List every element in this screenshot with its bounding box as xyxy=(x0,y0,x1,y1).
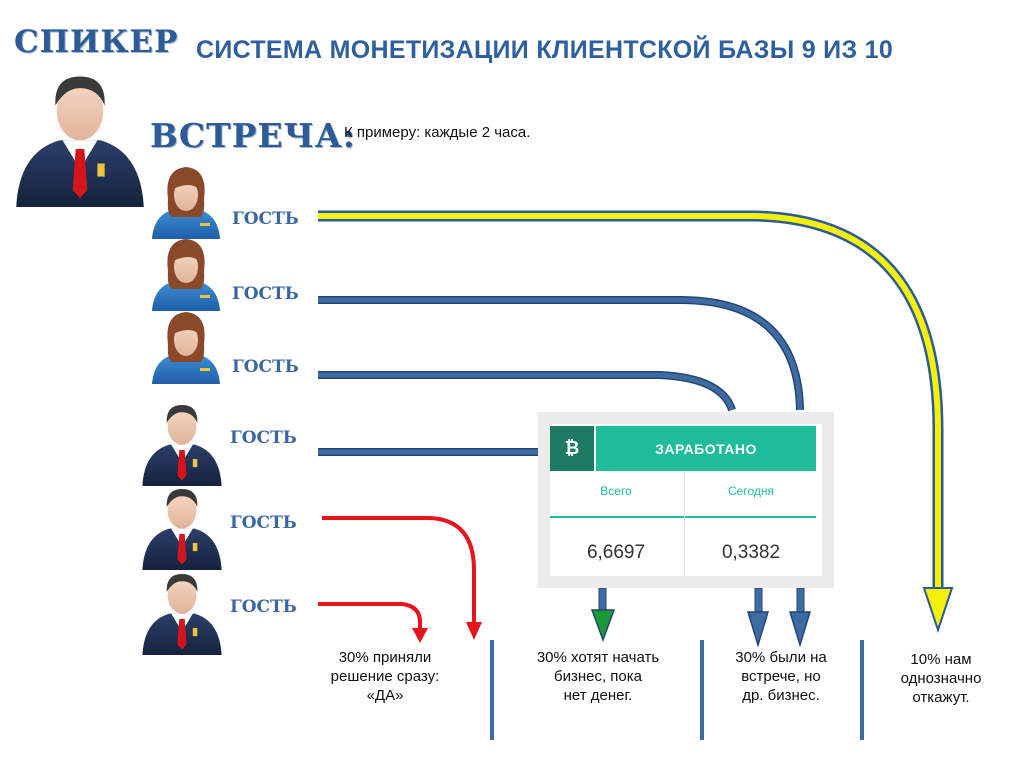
example-text: К примеру: каждые 2 часа. xyxy=(344,124,531,141)
today-value: 0,3382 xyxy=(721,542,781,563)
outcome-no-money: 30% хотят начать бизнес, пока нет денег. xyxy=(520,648,676,705)
arrow-red-1 xyxy=(322,516,482,640)
earnings-header: ЗАРАБОТАНО xyxy=(596,426,816,471)
guest-label-4: ГОСТЬ xyxy=(230,428,297,448)
speaker-avatar xyxy=(16,76,144,207)
divider-2 xyxy=(700,640,704,740)
outcome-no-money-line1: 30% хотят начать xyxy=(536,649,660,666)
arrow-yellow xyxy=(318,210,954,634)
outcome-other-business: 30% были на встрече, но др. бизнес. xyxy=(716,648,846,705)
outcome-refuse: 10% нам однозначно откажут. xyxy=(876,650,1006,707)
guest-label-3: ГОСТЬ xyxy=(232,357,299,377)
outcome-refuse-line2: однозначно xyxy=(900,670,982,687)
outcome-yes-line2: решение сразу: xyxy=(330,668,440,685)
page-title: СИСТЕМА МОНЕТИЗАЦИИ КЛИЕНТСКОЙ БАЗЫ 9 ИЗ… xyxy=(196,36,894,64)
guest-avatar-1 xyxy=(152,167,220,239)
total-value: 6,6697 xyxy=(586,542,646,563)
today-label: Сегодня xyxy=(728,484,774,498)
today-underline xyxy=(685,516,816,518)
divider-3 xyxy=(860,640,864,740)
outcome-yes-line3: «ДА» xyxy=(366,687,404,704)
column-divider xyxy=(684,472,685,576)
outcome-refuse-line1: 10% нам xyxy=(910,651,972,668)
guest-avatar-2 xyxy=(152,239,220,311)
total-label: Всего xyxy=(600,484,632,498)
guest-label-6: ГОСТЬ xyxy=(230,597,297,617)
speaker-label: СПИКЕР xyxy=(14,24,179,60)
outcome-yes: 30% приняли решение сразу: «ДА» xyxy=(310,648,460,705)
guest-label-1: ГОСТЬ xyxy=(232,209,299,229)
outcome-no-money-line2: бизнес, пока xyxy=(553,668,642,685)
outcome-yes-line1: 30% приняли xyxy=(338,649,432,666)
arrow-red-2 xyxy=(318,602,428,643)
total-underline xyxy=(550,516,684,518)
bitcoin-icon: ₿ xyxy=(550,426,594,471)
outcome-other-business-line2: встрече, но xyxy=(741,668,821,685)
arrow-blue-3 xyxy=(318,448,616,643)
outcome-other-business-line3: др. бизнес. xyxy=(742,687,820,704)
guest-avatar-6 xyxy=(142,574,222,655)
outcome-refuse-line3: откажут. xyxy=(912,689,970,706)
outcome-no-money-line3: нет денег. xyxy=(563,687,633,704)
guest-label-2: ГОСТЬ xyxy=(232,284,299,304)
arrow-blue-2 xyxy=(318,371,770,648)
guest-avatar-3 xyxy=(152,312,220,384)
divider-1 xyxy=(490,640,494,740)
meeting-label: ВСТРЕЧА: xyxy=(150,116,356,155)
arrow-blue-1 xyxy=(318,296,812,648)
guest-avatar-5 xyxy=(142,489,222,570)
guest-label-5: ГОСТЬ xyxy=(230,513,297,533)
earnings-card: ₿ ЗАРАБОТАНО Всего Сегодня 6,6697 0,3382 xyxy=(538,412,834,588)
outcome-other-business-line1: 30% были на xyxy=(735,649,827,666)
guest-avatar-4 xyxy=(142,405,222,486)
